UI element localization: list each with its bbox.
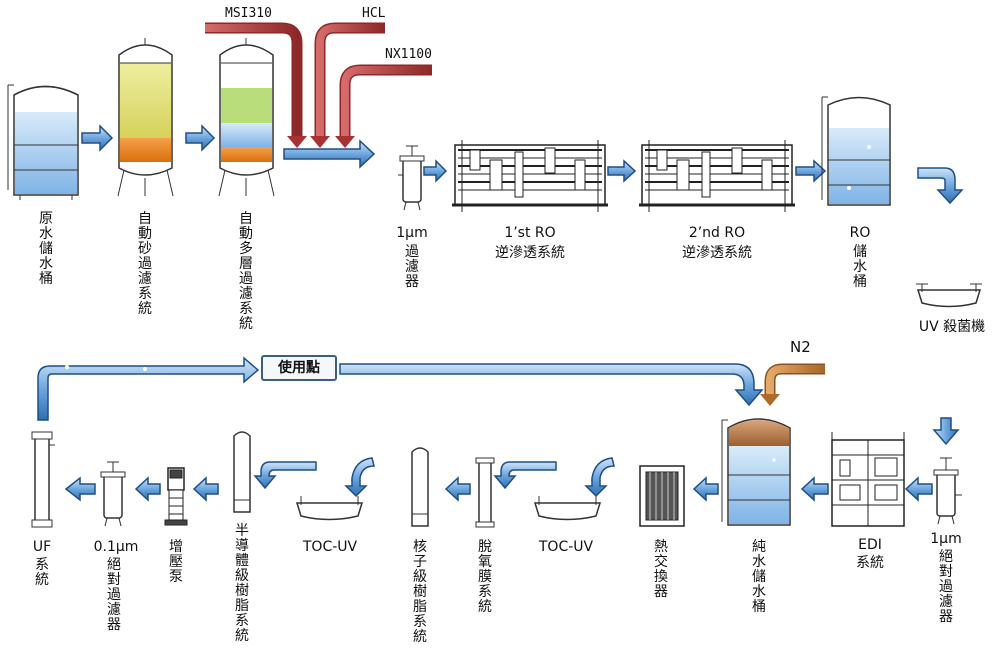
label-abs01-um: 0.1μm [93, 539, 139, 555]
label-semi-resin: 半導體級樹脂系統 [235, 523, 249, 644]
label-filter-um: 1μm [396, 225, 428, 241]
flow-arrow-icon [37, 356, 764, 421]
flow-arrow-icon [81, 124, 964, 205]
tank-icon [821, 96, 891, 206]
label-ro-tank-name: 儲水桶 [853, 244, 867, 290]
filter-vessel-icon [117, 38, 174, 197]
label-ro1-name: 逆滲透系統 [495, 245, 565, 261]
uv-unit-icon [916, 283, 982, 308]
label-uv: UV 殺菌機 [918, 319, 986, 335]
label-heat-exchanger: 熱交換器 [654, 539, 668, 600]
tank-icon [7, 84, 79, 200]
label-ro2-title: 2’nd RO [688, 225, 746, 241]
label-edi-name: 系統 [856, 555, 884, 571]
chemical-pipe-icon [760, 363, 825, 406]
uv-unit-icon [533, 496, 602, 521]
label-pure-tank: 純水儲水桶 [752, 539, 766, 615]
label-abs-filter-name: 絕對過濾器 [939, 549, 953, 625]
label-toc-uv-1: TOC-UV [538, 539, 594, 555]
label-booster-pump: 增壓泵 [169, 539, 183, 585]
label-abs-filter-um: 1μm [930, 531, 962, 547]
label-toc-uv-2: TOC-UV [302, 539, 358, 555]
chemical-pipe-icon [205, 22, 432, 148]
chemical-label-hcl: HCL [362, 6, 386, 21]
heat-exchanger-icon [639, 465, 685, 527]
label-edi-title: EDI [858, 537, 882, 553]
flow-arrow-icon [932, 417, 960, 446]
label-abs01-name: 絕對過濾器 [107, 557, 121, 633]
label-nuclear-resin: 核子級樹脂系統 [413, 539, 427, 645]
label-ro1-title: 1’st RO [504, 225, 556, 241]
label-uf-name: 系統 [35, 557, 49, 588]
tank-icon [721, 418, 791, 526]
filter-vessel-icon [100, 461, 126, 527]
flow-arrow-icon [64, 457, 933, 502]
filter-vessel-icon [933, 457, 962, 525]
label-sand-filter: 自動砂過濾系統 [138, 211, 152, 317]
label-n2: N2 [790, 338, 811, 356]
label-uf-title: UF [32, 539, 52, 555]
label-filter-name: 過濾器 [405, 244, 419, 290]
uv-unit-icon [295, 496, 364, 521]
ro-skid-icon [639, 140, 795, 212]
ro-skid-icon [831, 432, 905, 527]
label-ro-tank-title: RO [849, 225, 871, 241]
chemical-label-nx: NX1100 [385, 47, 432, 62]
resin-column-icon [411, 447, 429, 527]
label-ro2-name: 逆滲透系統 [682, 245, 752, 261]
membrane-column-icon [31, 431, 55, 528]
resin-column-icon [233, 431, 251, 513]
label-degas: 脫氧膜系統 [478, 539, 492, 615]
filter-vessel-icon [218, 38, 275, 197]
label-raw-tank: 原水儲水桶 [39, 211, 53, 287]
label-multi-filter: 自動多層過濾系統 [239, 211, 253, 332]
ro-skid-icon [452, 140, 608, 212]
use-point-box: 使用點 [261, 355, 337, 381]
filter-vessel-icon [398, 145, 425, 211]
pump-icon [164, 467, 188, 526]
membrane-column-icon [475, 457, 495, 528]
chemical-label-msi: MSI310 [225, 6, 272, 21]
